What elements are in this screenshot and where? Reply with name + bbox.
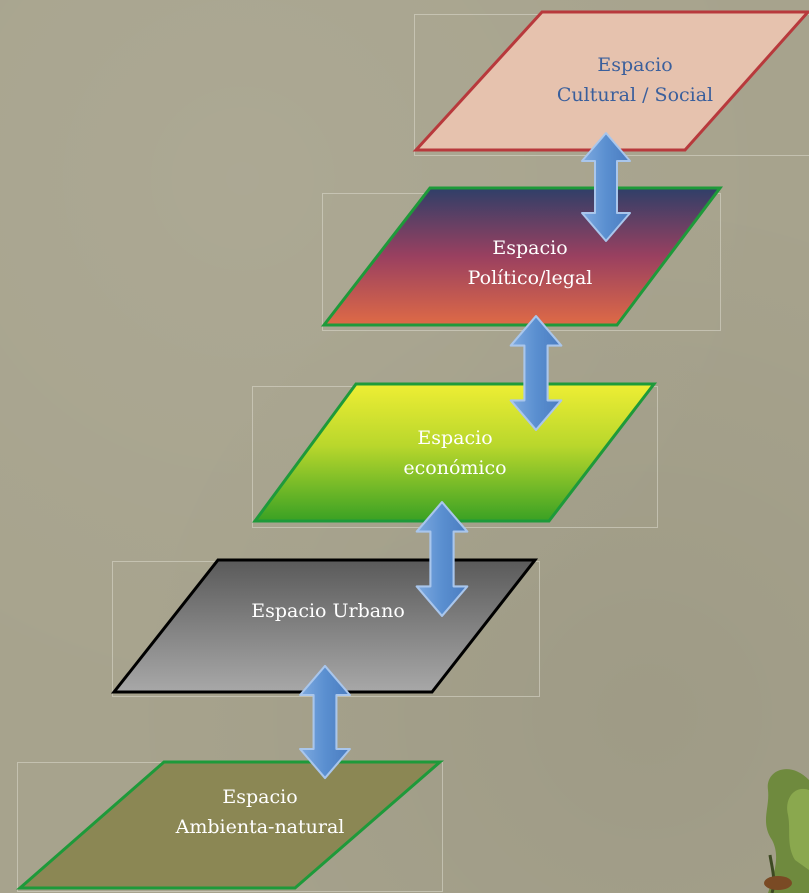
label-economico-line1: Espacio <box>417 427 493 449</box>
label-natural-line2: Ambienta-natural <box>175 816 345 838</box>
label-natural-line1: Espacio <box>222 786 298 808</box>
label-urbano-line1: Espacio Urbano <box>251 600 405 622</box>
label-economico-line2: económico <box>403 457 507 479</box>
label-urbano: Espacio Urbano <box>228 596 428 626</box>
label-natural: Espacio Ambienta-natural <box>160 782 360 842</box>
label-politico: Espacio Político/legal <box>420 233 640 293</box>
label-economico: Espacio económico <box>365 423 545 483</box>
layer-cultural <box>412 10 809 152</box>
plant-illustration-icon <box>764 769 809 893</box>
label-politico-line1: Espacio <box>492 237 568 259</box>
label-cultural-line2: Cultural / Social <box>556 84 714 106</box>
label-cultural: Espacio Cultural / Social <box>500 50 770 110</box>
label-politico-line2: Político/legal <box>467 267 593 289</box>
layer-natural <box>16 760 445 890</box>
layer-economico <box>252 382 658 523</box>
label-cultural-line1: Espacio <box>597 54 673 76</box>
